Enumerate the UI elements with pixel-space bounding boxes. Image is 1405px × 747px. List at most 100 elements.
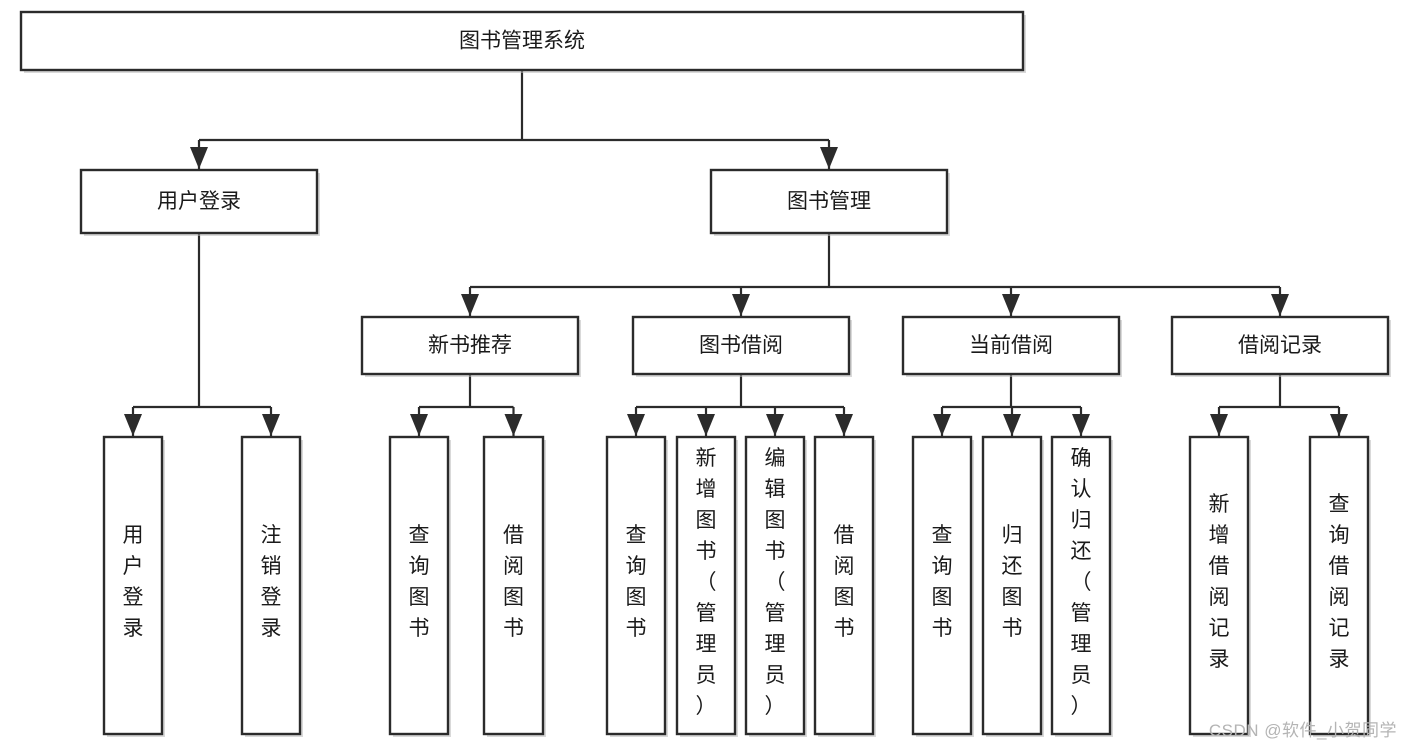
node-rect bbox=[482, 435, 545, 736]
node-label-char: 员 bbox=[696, 664, 717, 687]
node-label-char: 书 bbox=[834, 617, 855, 640]
node-label-char: 还 bbox=[1002, 555, 1023, 578]
node-label: 新书推荐 bbox=[428, 334, 512, 357]
node-label-char: 记 bbox=[1329, 617, 1350, 640]
node-box-l2-0[interactable]: 用户登录 bbox=[79, 168, 320, 236]
node-label-char: 员 bbox=[1071, 664, 1092, 687]
connector-group bbox=[933, 374, 1090, 436]
node-label: 图书借阅 bbox=[699, 334, 783, 357]
node-rect bbox=[981, 435, 1043, 736]
node-label-char: 录 bbox=[123, 617, 144, 640]
arrow-head-icon bbox=[1271, 294, 1289, 316]
node-label-char: 户 bbox=[123, 555, 144, 578]
node-box-l2-1[interactable]: 图书管理 bbox=[709, 168, 950, 236]
node-rect bbox=[1308, 435, 1370, 736]
node-box-l3-0[interactable]: 新书推荐 bbox=[360, 315, 581, 377]
node-box-l3-2[interactable]: 当前借阅 bbox=[901, 315, 1122, 377]
connector-group bbox=[1210, 374, 1348, 436]
node-label-char: 询 bbox=[626, 555, 647, 578]
node-label-char: 阅 bbox=[1329, 586, 1350, 609]
node-label-char: 增 bbox=[696, 478, 717, 501]
node-label-char: 认 bbox=[1071, 478, 1092, 501]
node-label-char: 销 bbox=[261, 555, 282, 578]
node-label-char: 新 bbox=[1209, 493, 1230, 516]
node-label-char: （ bbox=[696, 571, 717, 594]
node-box-l3-3[interactable]: 借阅记录 bbox=[1170, 315, 1391, 377]
node-label-char: 图 bbox=[503, 586, 524, 609]
csdn-watermark: CSDN @软件_小贺同学 bbox=[1208, 721, 1397, 740]
node-rect bbox=[102, 435, 164, 736]
node-rect bbox=[19, 10, 1025, 72]
connector-group bbox=[461, 233, 1289, 316]
node-label-char: 借 bbox=[834, 524, 855, 547]
arrow-head-icon bbox=[1002, 294, 1020, 316]
node-label-char: 用 bbox=[123, 524, 144, 547]
node-rect bbox=[675, 435, 737, 736]
node-label-char: 查 bbox=[626, 524, 647, 547]
node-label-char: 图 bbox=[1002, 586, 1023, 609]
connector-group bbox=[627, 374, 853, 436]
node-box-l3-1[interactable]: 图书借阅 bbox=[631, 315, 852, 377]
node-rect bbox=[240, 435, 302, 736]
node-label-char: 询 bbox=[1329, 524, 1350, 547]
connector-edges-layer bbox=[124, 70, 1348, 436]
node-label-char: 增 bbox=[1209, 524, 1230, 547]
node-rect bbox=[79, 168, 319, 235]
node-box-leaf-0[interactable]: 用户登录 bbox=[102, 435, 165, 737]
node-box-root-0[interactable]: 图书管理系统 bbox=[19, 10, 1026, 73]
node-rect bbox=[388, 435, 450, 736]
node-label-char: 理 bbox=[1071, 633, 1092, 656]
node-label-char: 询 bbox=[932, 555, 953, 578]
node-label-char: 书 bbox=[1002, 617, 1023, 640]
node-label: 图书管理系统 bbox=[459, 30, 585, 53]
node-label-char: 登 bbox=[123, 586, 144, 609]
node-label-char: 新 bbox=[696, 447, 717, 470]
node-rect bbox=[901, 315, 1121, 376]
node-label: 当前借阅 bbox=[969, 334, 1053, 357]
node-label-char: 书 bbox=[696, 540, 717, 563]
node-label-char: 借 bbox=[1329, 555, 1350, 578]
node-label-char: 还 bbox=[1071, 540, 1092, 563]
arrow-head-icon bbox=[766, 414, 784, 436]
node-label-char: ） bbox=[765, 695, 786, 718]
arrow-head-icon bbox=[697, 414, 715, 436]
node-label-char: 书 bbox=[409, 617, 430, 640]
node-rect bbox=[631, 315, 851, 376]
node-rect bbox=[813, 435, 875, 736]
arrow-head-icon bbox=[627, 414, 645, 436]
node-label-char: 书 bbox=[503, 617, 524, 640]
node-label: 借阅记录 bbox=[1238, 334, 1322, 357]
node-label: 用户登录 bbox=[157, 190, 241, 213]
node-label-char: 管 bbox=[1071, 602, 1092, 625]
node-rect bbox=[360, 315, 580, 376]
node-rect bbox=[744, 435, 806, 736]
node-label-char: 归 bbox=[1002, 524, 1023, 547]
node-label-char: 录 bbox=[261, 617, 282, 640]
arrow-head-icon bbox=[410, 414, 428, 436]
node-label: 图书管理 bbox=[787, 190, 871, 213]
node-label-char: 图 bbox=[409, 586, 430, 609]
node-label-char: 归 bbox=[1071, 509, 1092, 532]
node-rect bbox=[605, 435, 667, 736]
node-label-char: 阅 bbox=[1209, 586, 1230, 609]
node-label-char: 管 bbox=[696, 602, 717, 625]
arrow-head-icon bbox=[262, 414, 280, 436]
node-label-char: 图 bbox=[765, 509, 786, 532]
node-rect bbox=[911, 435, 973, 736]
arrow-head-icon bbox=[504, 414, 523, 436]
connector-group bbox=[410, 374, 523, 436]
arrow-head-icon bbox=[933, 414, 951, 436]
node-label-char: 管 bbox=[765, 602, 786, 625]
